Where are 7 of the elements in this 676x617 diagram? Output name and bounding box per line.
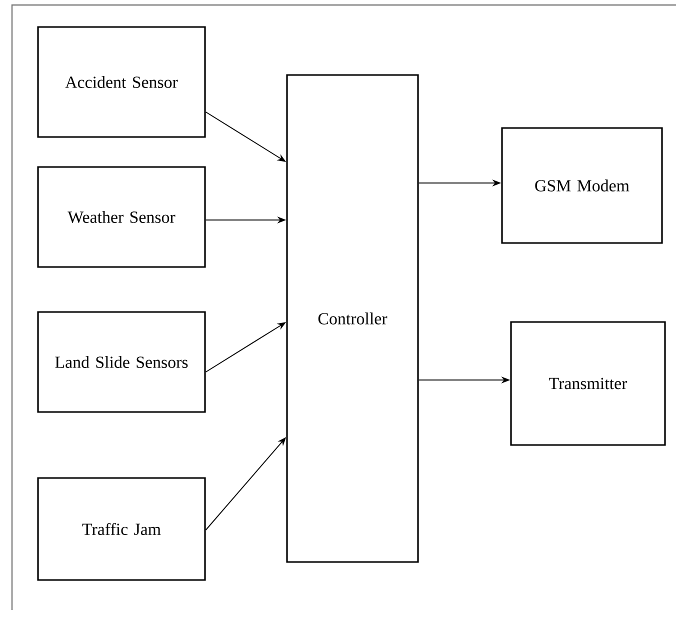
block-box: GSM Modem (501, 127, 663, 244)
block-box: Traffic Jam (37, 477, 206, 581)
controller-box: Controller (286, 74, 419, 563)
block-box: Transmitter (510, 321, 666, 446)
block-box: Land Slide Sensors (37, 311, 206, 413)
block-box: Accident Sensor (37, 26, 206, 138)
block-box: Weather Sensor (37, 166, 206, 268)
